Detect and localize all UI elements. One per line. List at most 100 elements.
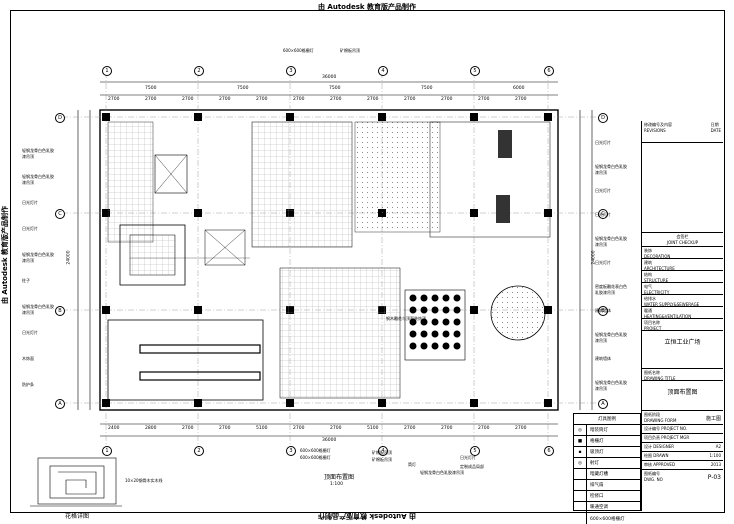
structural-column — [194, 209, 202, 217]
legend-item: ◎暗装筒灯 — [574, 425, 640, 436]
downlight — [420, 294, 428, 302]
structural-column — [470, 399, 478, 407]
annotation-left: 日光灯片 — [22, 200, 38, 205]
dim-top-bay: 7500 — [237, 86, 249, 91]
dim-top-sub: 2700 — [145, 97, 157, 102]
annotation-right: 日光灯片 — [595, 188, 611, 193]
annotation-left: 柱子 — [22, 278, 30, 283]
annotation-left: 轻钢龙骨白色乳胶漆吊顶 — [22, 252, 54, 263]
downlight — [453, 318, 461, 326]
dim-top-sub: 2700 — [219, 97, 231, 102]
dim-bottom-sub: 2700 — [441, 426, 453, 431]
annotation-left: 木饰面 — [22, 356, 34, 361]
dim-top-bay: 7500 — [421, 86, 433, 91]
legend-label: 600×600格栅灯 — [590, 516, 625, 522]
dim-top-sub: 2700 — [478, 97, 490, 102]
structural-column — [544, 399, 552, 407]
dim-bottom-overall: 36000 — [322, 438, 337, 443]
legend-item: ◎射灯 — [574, 458, 640, 469]
dim-top-bay: 7500 — [145, 86, 157, 91]
legend-symbol: ◎ — [574, 425, 587, 435]
downlight — [420, 306, 428, 314]
legend-symbol — [574, 480, 587, 490]
downlight — [409, 318, 417, 326]
annotation-bottom: 定制成品局部 — [460, 464, 484, 469]
detail-note: 10×20钢骨木实木线 — [125, 478, 163, 483]
structural-column — [378, 399, 386, 407]
dim-top-sub: 2700 — [404, 97, 416, 102]
dim-bottom-sub: 2700 — [515, 426, 527, 431]
grid-bubble-col-5: 5 — [470, 66, 480, 76]
annotation-right: 轻钢龙骨白色乳胶漆吊顶 — [595, 236, 627, 247]
legend-symbol — [574, 502, 587, 512]
structural-column — [194, 399, 202, 407]
legend-label: 检修口 — [590, 494, 604, 499]
structural-column — [544, 209, 552, 217]
downlight — [420, 330, 428, 338]
structural-column — [378, 113, 386, 121]
dim-bottom-sub: 5100 — [367, 426, 379, 431]
legend-item: 暗藏灯槽 — [574, 469, 640, 480]
annotation-right: 建筑墙体 — [595, 356, 611, 361]
structural-column — [470, 113, 478, 121]
legend-item: 暖通空调 — [574, 502, 640, 513]
downlight — [420, 342, 428, 350]
annotation-bottom: 筒灯 — [408, 462, 416, 467]
structural-column — [102, 209, 110, 217]
dim-bottom-sub: 2800 — [145, 426, 157, 431]
annotation-bottom: 矿棉板吊顶 — [372, 457, 392, 462]
dim-top-sub: 2700 — [108, 97, 120, 102]
grid-bubble-col-1: 1 — [102, 66, 112, 76]
dim-top-bay: 7500 — [329, 86, 341, 91]
annotation-right: 建筑墙体 — [595, 308, 611, 313]
annotation-left: 轻钢龙骨白色乳胶漆吊顶 — [22, 304, 54, 315]
lattice-detail — [30, 457, 122, 507]
annotation-left: 轻钢龙骨白色乳胶漆吊顶 — [22, 148, 54, 159]
dim-bottom-sub: 2700 — [182, 426, 194, 431]
drawing-frame — [10, 10, 725, 513]
downlight — [442, 342, 450, 350]
legend-item: ■格栅灯 — [574, 436, 640, 447]
legend-label: 暗藏灯槽 — [590, 472, 608, 477]
grid-bubble-row-C: C — [55, 209, 65, 219]
annotation-right: 密度板雕花表白色乳胶漆吊顶 — [595, 284, 627, 295]
downlight — [431, 330, 439, 338]
downlight — [409, 342, 417, 350]
downlight — [442, 330, 450, 338]
legend-symbol — [574, 469, 587, 479]
dim-bottom-sub: 2700 — [404, 426, 416, 431]
dim-bottom-sub: 2700 — [293, 426, 305, 431]
legend-symbol — [574, 513, 587, 524]
downlight — [409, 330, 417, 338]
detail-title: 花格详图 — [65, 513, 90, 520]
legend-label: 射灯 — [590, 461, 599, 466]
project-name: 立恒工业广场 — [642, 331, 723, 369]
downlight — [431, 318, 439, 326]
legend-label: 吸顶灯 — [590, 450, 604, 455]
structural-column — [102, 399, 110, 407]
structural-column — [544, 113, 552, 121]
legend-symbol: ◎ — [574, 458, 587, 468]
structural-column — [194, 113, 202, 121]
annotation-left: 防护条 — [22, 382, 34, 387]
legend-title: 灯具图例 — [574, 414, 640, 425]
grid-bubble-col-bottom-5: 5 — [470, 446, 480, 456]
structural-column — [470, 209, 478, 217]
downlight — [453, 294, 461, 302]
dim-top-bay: 6000 — [513, 86, 525, 91]
grid-bubble-col-bottom-4: 4 — [378, 446, 388, 456]
downlight — [409, 294, 417, 302]
main-plan-title: 顶面布置图 — [324, 474, 355, 481]
annotation-right: 轻钢龙骨白色乳胶漆吊顶 — [595, 380, 627, 391]
